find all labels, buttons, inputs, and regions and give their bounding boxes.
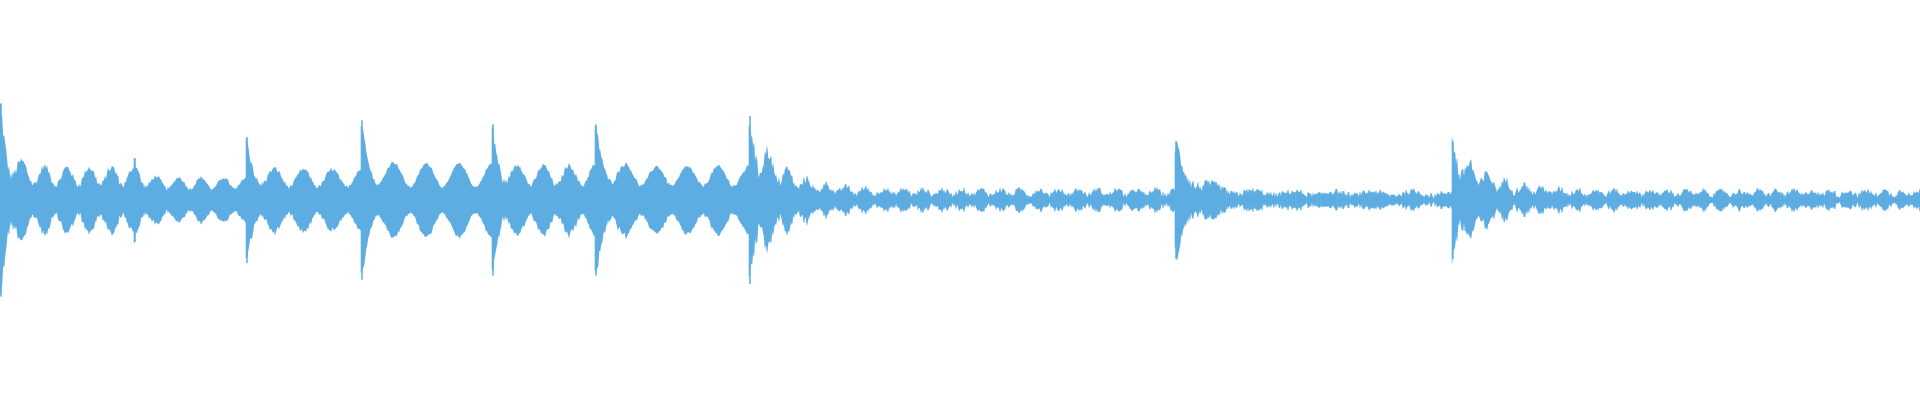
waveform-segment-3 <box>245 137 362 260</box>
waveform-segment-2 <box>133 158 247 244</box>
waveform-segment-1 <box>0 103 135 295</box>
waveform-segment-8 <box>1174 141 1453 260</box>
waveform-segment-6 <box>594 125 750 274</box>
waveform-group <box>0 103 1920 297</box>
waveform-segment-4 <box>360 125 493 273</box>
